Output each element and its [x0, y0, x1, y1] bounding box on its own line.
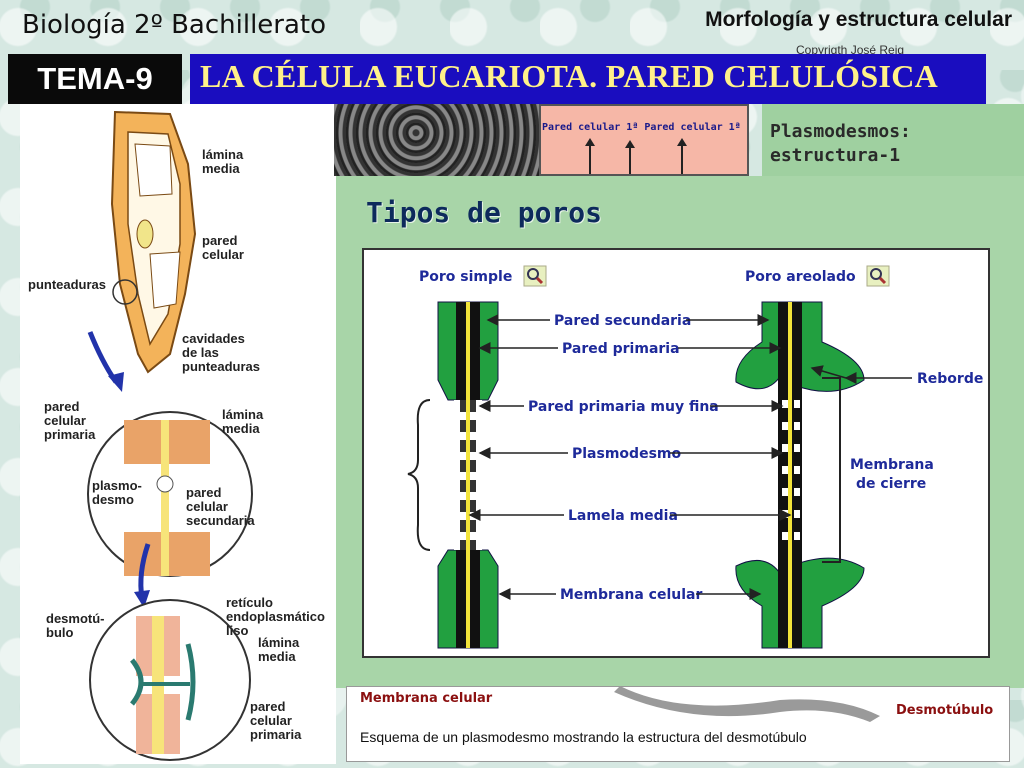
- label-membrana-cierre-2: de cierre: [856, 476, 926, 492]
- magnifier-icon-1[interactable]: [523, 265, 547, 287]
- tipos-poros-title: Tipos de poros: [366, 196, 603, 229]
- bottom-desmotubulo-label: Desmotúbulo: [896, 703, 994, 718]
- copyright-label: Copyrigth José Reig: [796, 43, 905, 57]
- plasmodesmos-title: Plasmodesmos: estructura-1: [770, 121, 911, 166]
- desmotubule-sketch: [614, 686, 880, 722]
- poro-simple-label: Poro simple: [419, 269, 512, 285]
- pore-diagram: Poro simple Poro areolado: [407, 265, 983, 649]
- label-desmotubulo: desmotú-bulo: [46, 611, 105, 640]
- slide-title: LA CÉLULA EUCARIOTA. PARED CELULÓSICA: [200, 58, 939, 94]
- topic-label: Morfología y estructura celular: [705, 8, 1012, 31]
- pore-diagram-frame: Poro simple Poro areolado: [362, 248, 990, 658]
- course-label: Biología 2º Bachillerato: [22, 10, 327, 40]
- left-diagram-panel: [20, 104, 336, 764]
- bottom-caption: Esquema de un plasmodesmo mostrando la e…: [360, 729, 807, 745]
- label-pared-secundaria: Pared secundaria: [554, 313, 691, 329]
- label-lamela-media: Lamela media: [568, 508, 678, 524]
- pink-sketch-label: Pared celular 1ª Pared celular 1ª: [542, 122, 741, 133]
- pink-sketch-arrows: [585, 138, 687, 174]
- label-plasmodesmo: Plasmodesmo: [572, 446, 681, 462]
- label-membrana-celular: Membrana celular: [560, 587, 702, 603]
- label-plasmodesmo: plasmo-desmo: [92, 478, 142, 507]
- label-membrana-cierre-1: Membrana: [850, 457, 934, 473]
- plasmodesm-sketch: [539, 104, 749, 176]
- magnifier-icon-2[interactable]: [866, 265, 890, 287]
- label-punteaduras: punteaduras: [28, 277, 107, 292]
- micrograph-photo: [334, 104, 539, 176]
- poro-areolado-label: Poro areolado: [745, 269, 856, 285]
- cell-wall-illustration: [87, 110, 253, 761]
- plasmodesmos-header-panel: [762, 104, 1024, 179]
- label-reborde: Reborde: [917, 371, 983, 387]
- desmotubule-scheme-panel: [346, 686, 1010, 762]
- title-bar: [190, 54, 986, 104]
- tema-badge: TEMA-9: [8, 54, 182, 104]
- label-pared-primaria: Pared primaria: [562, 341, 680, 357]
- label-pared-primaria-fina: Pared primaria muy fina: [528, 399, 719, 415]
- bottom-membrana-label: Membrana celular: [360, 691, 493, 706]
